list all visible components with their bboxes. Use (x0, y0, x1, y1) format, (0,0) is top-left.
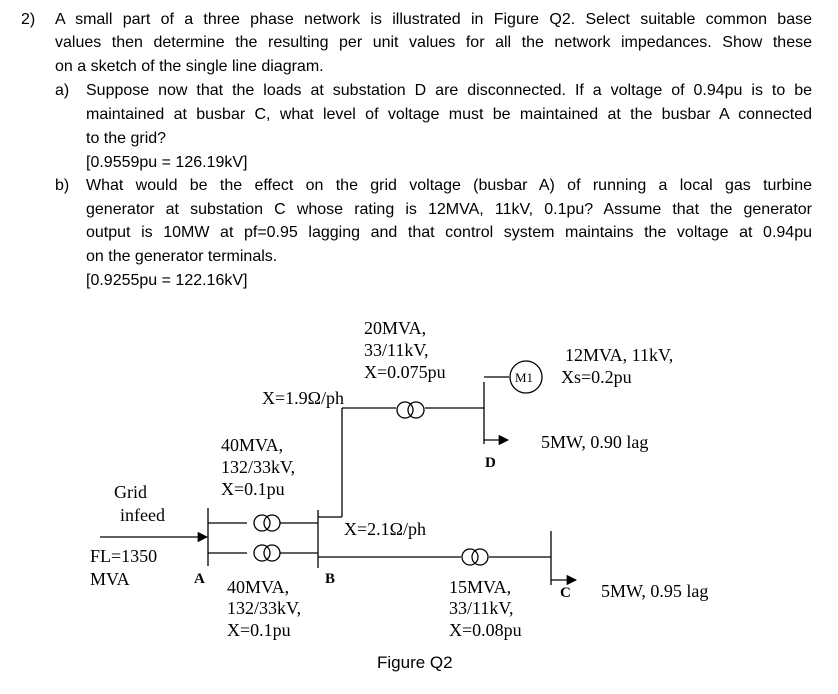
transformer-t1-icon (253, 514, 271, 532)
line-b-c-reactance-label: X=2.1Ω/ph (344, 519, 426, 539)
part-b-answer: [0.9255pu = 122.16kV] (86, 272, 248, 289)
busbar-d-label: D (485, 455, 496, 471)
figure-caption: Figure Q2 (377, 653, 453, 672)
load-c-label: 5MW, 0.95 lag (601, 581, 708, 601)
part-b-label: b) (55, 177, 70, 194)
motor-m1-icon (509, 360, 543, 394)
transformer-d-label: 20MVA, 33/11kV, X=0.075pu (364, 318, 446, 382)
part-a-line-1: Suppose now that the loads at substation… (86, 82, 812, 99)
part-a-label: a) (55, 82, 70, 99)
fault-level-label: FL=1350 MVA (90, 546, 162, 589)
grid-infeed-label: Grid infeed (114, 482, 165, 525)
part-b-line-4: on the generator terminals. (86, 248, 278, 265)
intro-line-1: A small part of a three phase network is… (55, 11, 812, 28)
part-b-line-3: output is 10MW at pf=0.95 lagging and th… (86, 224, 812, 241)
transformer-d-icon (396, 401, 414, 419)
intro-line-2: values then determine the resulting per … (55, 34, 812, 51)
busbar-c-label: C (560, 585, 571, 601)
part-a-line-2: maintained at busbar C, what level of vo… (86, 106, 812, 123)
motor-m1-symbol: M1 (515, 370, 533, 385)
busbar-b-label: B (325, 571, 335, 587)
part-a-answer: [0.9559pu = 126.19kV] (86, 154, 248, 171)
intro-line-3: on a sketch of the single line diagram. (55, 58, 324, 75)
part-a-line-3: to the grid? (86, 130, 167, 147)
transformer-t2-icon (253, 544, 271, 562)
motor-m1-label: 12MVA, 11kV, Xs=0.2pu (561, 345, 678, 387)
part-b-line-1: What would be the effect on the grid vol… (86, 177, 812, 194)
line-b-d-reactance-label: X=1.9Ω/ph (262, 388, 344, 408)
load-d-label: 5MW, 0.90 lag (541, 432, 648, 452)
part-b-line-2: generator at substation C whose rating i… (86, 201, 812, 218)
busbar-a-label: A (194, 571, 205, 587)
transformer-c-icon (461, 548, 479, 566)
transformer-t2-label: 40MVA, 132/33kV, X=0.1pu (227, 577, 306, 640)
transformer-c-label: 15MVA, 33/11kV, X=0.08pu (449, 577, 522, 640)
transformer-t1-label: 40MVA, 132/33kV, X=0.1pu (221, 435, 300, 499)
question-number: 2) (21, 11, 36, 28)
